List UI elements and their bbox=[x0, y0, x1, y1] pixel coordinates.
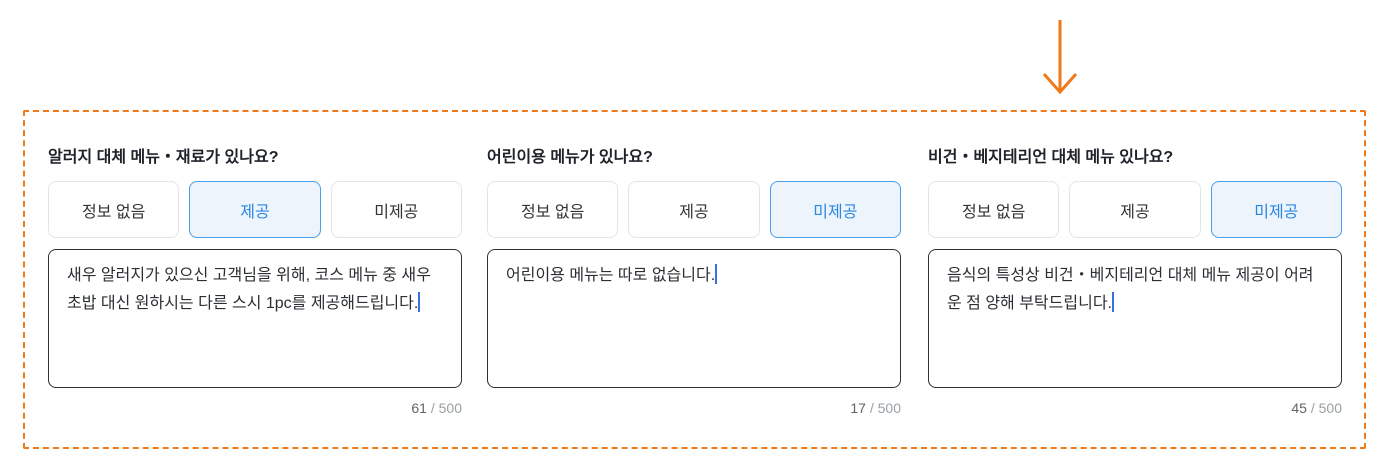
answer-textarea[interactable]: 음식의 특성상 비건・베지테리언 대체 메뉴 제공이 어려운 점 양해 부탁드립… bbox=[928, 249, 1342, 388]
text-caret bbox=[1111, 292, 1114, 312]
char-count: 61 / 500 bbox=[48, 400, 462, 416]
answer-textarea[interactable]: 새우 알러지가 있으신 고객님을 위해, 코스 메뉴 중 새우초밥 대신 원하시… bbox=[48, 249, 462, 388]
answer-text: 어린이용 메뉴는 따로 없습니다. bbox=[506, 267, 716, 284]
option-button[interactable]: 미제공 bbox=[1210, 181, 1342, 238]
option-button[interactable]: 제공 bbox=[1069, 181, 1201, 238]
text-caret bbox=[418, 292, 421, 312]
answer-text: 음식의 특성상 비건・베지테리언 대체 메뉴 제공이 어려운 점 양해 부탁드립… bbox=[947, 267, 1314, 312]
char-count-max: / 500 bbox=[430, 400, 462, 416]
arrow-down-icon bbox=[1042, 20, 1078, 95]
char-count: 17 / 500 bbox=[487, 400, 901, 416]
option-button[interactable]: 정보 없음 bbox=[48, 181, 180, 238]
answer-text: 새우 알러지가 있으신 고객님을 위해, 코스 메뉴 중 새우초밥 대신 원하시… bbox=[67, 267, 431, 312]
question-title: 어린이용 메뉴가 있나요? bbox=[487, 149, 653, 166]
question-title: 알러지 대체 메뉴・재료가 있나요? bbox=[48, 149, 279, 166]
char-count-max: / 500 bbox=[1310, 400, 1342, 416]
char-count-value: 45 bbox=[1291, 400, 1307, 416]
option-button[interactable]: 정보 없음 bbox=[487, 181, 619, 238]
char-count-value: 61 bbox=[411, 400, 427, 416]
option-button[interactable]: 미제공 bbox=[330, 181, 462, 238]
question-title: 비건・베지테리언 대체 메뉴 있나요? bbox=[928, 149, 1174, 166]
option-button[interactable]: 제공 bbox=[189, 181, 321, 238]
answer-textarea[interactable]: 어린이용 메뉴는 따로 없습니다. bbox=[487, 249, 901, 388]
char-count-value: 17 bbox=[850, 400, 866, 416]
option-button[interactable]: 제공 bbox=[628, 181, 760, 238]
text-caret bbox=[715, 264, 718, 284]
option-button[interactable]: 정보 없음 bbox=[928, 181, 1060, 238]
char-count: 45 / 500 bbox=[928, 400, 1342, 416]
option-button[interactable]: 미제공 bbox=[769, 181, 901, 238]
highlight-frame bbox=[23, 110, 1366, 449]
char-count-max: / 500 bbox=[869, 400, 901, 416]
